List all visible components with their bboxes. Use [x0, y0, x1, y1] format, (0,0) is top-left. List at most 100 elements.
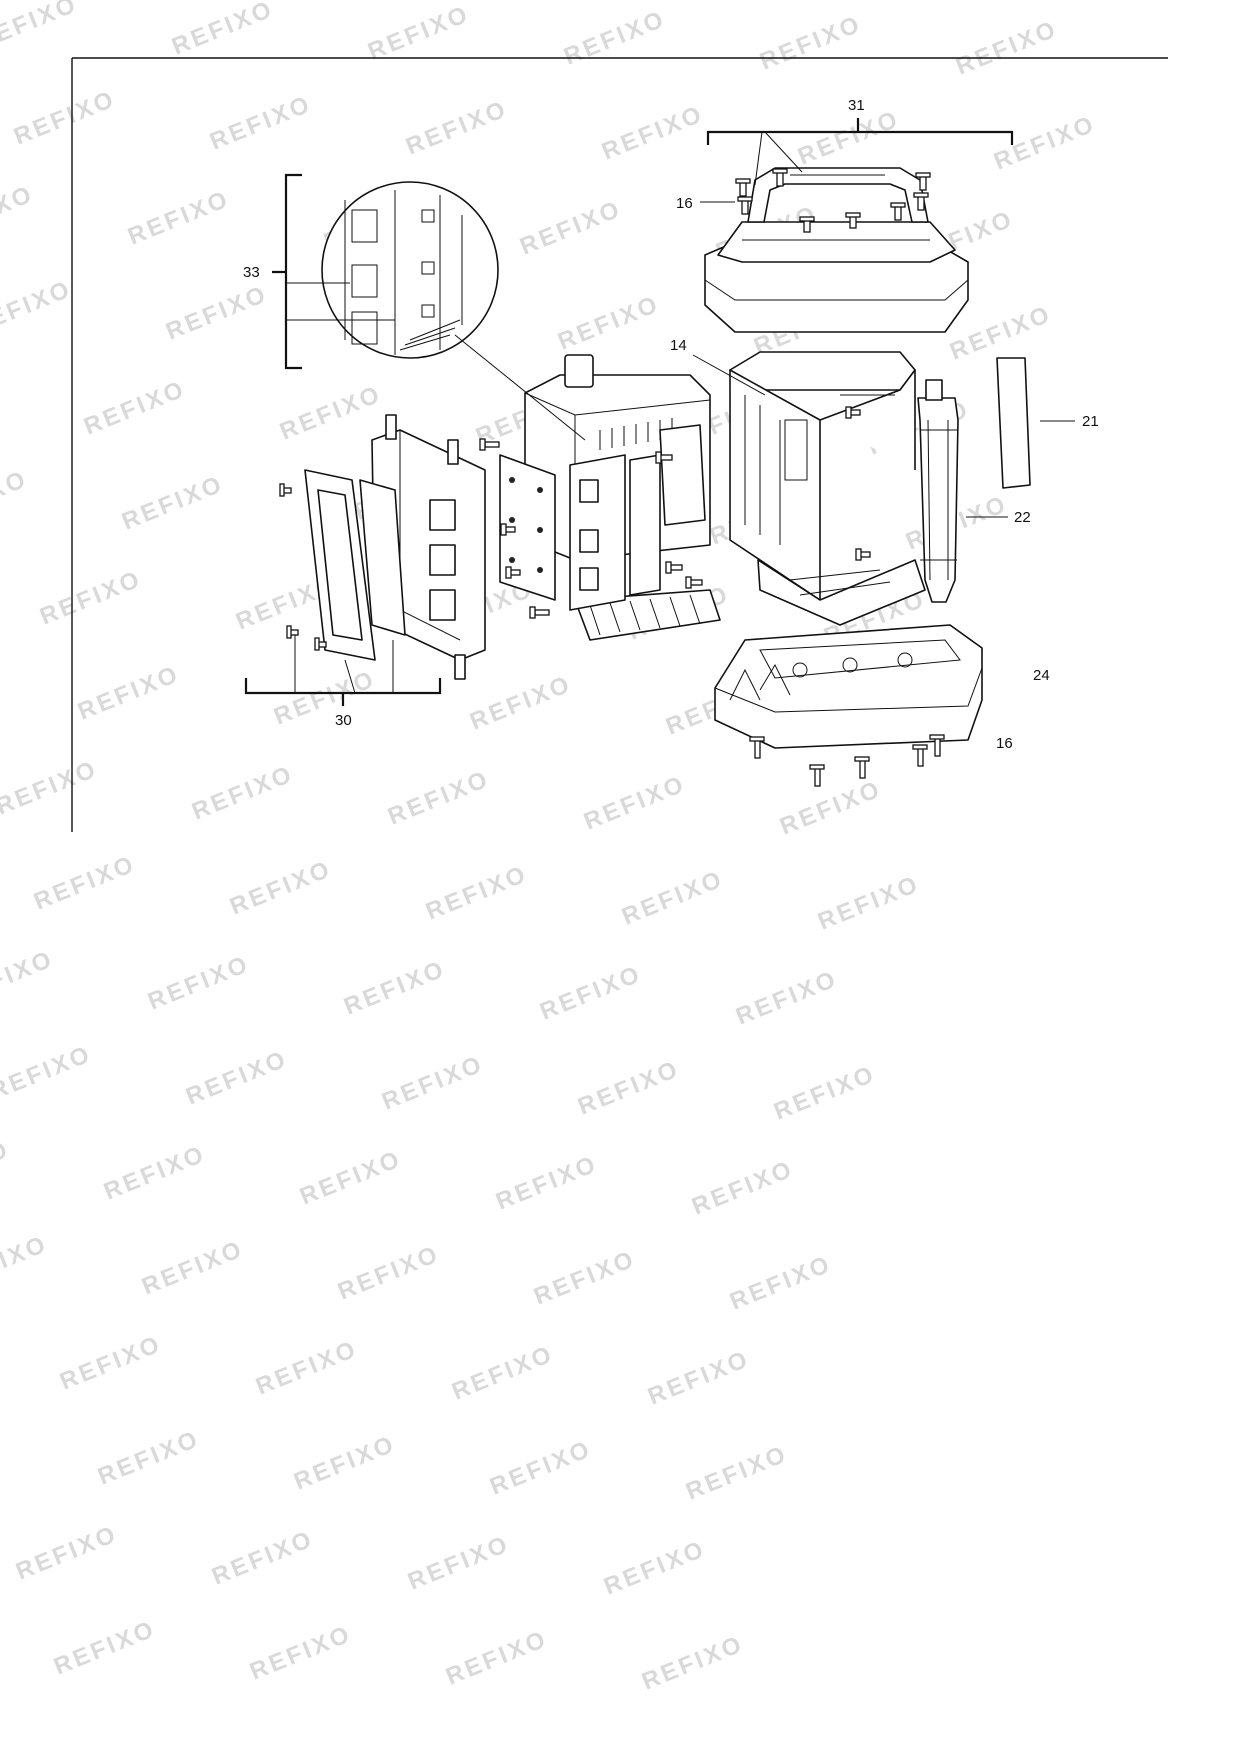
- watermark-text: REFIXO: [206, 90, 316, 155]
- watermark-text: REFIXO: [644, 1345, 754, 1410]
- watermark-text: REFIXO: [138, 1235, 248, 1300]
- watermark-text: REFIXO: [952, 15, 1062, 80]
- label-16-bottom: 16: [996, 735, 1013, 752]
- watermark-text: REFIXO: [0, 755, 102, 820]
- label-16-top: 16: [676, 195, 693, 212]
- watermark-text: REFIXO: [182, 1045, 292, 1110]
- watermark-text: REFIXO: [682, 1440, 792, 1505]
- watermark-text: REFIXO: [600, 1535, 710, 1600]
- watermark-text: REFIXO: [276, 380, 386, 445]
- watermark-text: REFIXO: [794, 105, 904, 170]
- watermark-text: REFIXO: [0, 465, 32, 530]
- watermark-text: REFIXO: [50, 1615, 160, 1680]
- watermark-text: REFIXO: [574, 1055, 684, 1120]
- gasket-frame: [304, 469, 406, 661]
- bracket-30: [244, 678, 442, 706]
- watermark-text: REFIXO: [990, 110, 1100, 175]
- pcb-board: [499, 454, 556, 601]
- watermark-text: REFIXO: [384, 765, 494, 830]
- watermark-text: REFIXO: [100, 1140, 210, 1205]
- watermark-text: REFIXO: [340, 955, 450, 1020]
- watermark-text: REFIXO: [688, 1155, 798, 1220]
- watermark-text: REFIXO: [732, 965, 842, 1030]
- watermark-text: REFIXO: [74, 660, 184, 725]
- handle-bar: [917, 379, 959, 603]
- watermark-text: REFIXO: [12, 1520, 122, 1585]
- watermark-text: REFIXO: [168, 0, 278, 61]
- watermark-text: REFIXO: [56, 1330, 166, 1395]
- watermark-text: REFIXO: [80, 375, 190, 440]
- watermark-text: REFIXO: [188, 760, 298, 825]
- watermark-text: REFIXO: [270, 665, 380, 730]
- side-panel: [996, 357, 1031, 489]
- watermark-text: REFIXO: [0, 1135, 14, 1200]
- watermark-text: REFIXO: [252, 1335, 362, 1400]
- watermark-text: REFIXO: [378, 1050, 488, 1115]
- watermark-text: REFIXO: [402, 95, 512, 160]
- watermark-text: REFIXO: [0, 275, 76, 340]
- watermark-text: REFIXO: [618, 865, 728, 930]
- label-33: 33: [243, 264, 260, 281]
- leader-detail: [454, 334, 586, 441]
- watermark-text: REFIXO: [448, 1340, 558, 1405]
- watermark-text: REFIXO: [770, 1060, 880, 1125]
- screw-set: [279, 406, 871, 651]
- watermark-text: REFIXO: [364, 0, 474, 65]
- label-22: 22: [1014, 509, 1031, 526]
- watermark-text: REFIXO: [492, 1150, 602, 1215]
- leader-33: [286, 282, 395, 321]
- watermark-text: REFIXO: [30, 850, 140, 915]
- watermark-text: REFIXO: [144, 950, 254, 1015]
- watermark-text: REFIXO: [536, 960, 646, 1025]
- watermark-text: REFIXO: [94, 1425, 204, 1490]
- watermark-text: REFIXO: [296, 1145, 406, 1210]
- watermark-text: REFIXO: [0, 0, 82, 56]
- watermark-text: REFIXO: [10, 85, 120, 150]
- leader-30: [294, 635, 394, 694]
- cover-handle-assembly: [704, 167, 969, 333]
- watermark-text: REFIXO: [442, 1625, 552, 1690]
- watermark-text: REFIXO: [756, 10, 866, 75]
- label-24: 24: [1033, 667, 1050, 684]
- watermark-text: REFIXO: [560, 5, 670, 70]
- label-14: 14: [670, 337, 687, 354]
- pcb-detail-circle: [321, 181, 499, 359]
- watermark-text: REFIXO: [580, 770, 690, 835]
- watermark-text: REFIXO: [486, 1435, 596, 1500]
- bracket-33: [272, 173, 302, 370]
- watermark-text: REFIXO: [0, 945, 58, 1010]
- watermark-text: REFIXO: [118, 470, 228, 535]
- watermark-text: REFIXO: [246, 1620, 356, 1685]
- label-31: 31: [848, 97, 865, 114]
- watermark-text: REFIXO: [226, 855, 336, 920]
- watermark-text: REFIXO: [0, 1040, 96, 1105]
- watermark-text: REFIXO: [334, 1240, 444, 1305]
- watermark-text: REFIXO: [0, 1230, 52, 1295]
- watermark-text: REFIXO: [422, 860, 532, 925]
- watermark-text: REFIXO: [946, 300, 1056, 365]
- watermark-text: REFIXO: [0, 1420, 8, 1485]
- top-frame: [729, 351, 926, 626]
- watermark-text: REFIXO: [162, 280, 272, 345]
- leader-14: [692, 354, 766, 396]
- watermark-text: REFIXO: [726, 1250, 836, 1315]
- watermark-text: REFIXO: [516, 195, 626, 260]
- watermark-text: REFIXO: [404, 1530, 514, 1595]
- watermark-text: REFIXO: [124, 185, 234, 250]
- watermark-text: REFIXO: [290, 1430, 400, 1495]
- housing-heatsink: [524, 354, 721, 641]
- watermark-text: REFIXO: [208, 1525, 318, 1590]
- watermark-text: REFIXO: [554, 290, 664, 355]
- watermark-text: REFIXO: [814, 870, 924, 935]
- label-30: 30: [335, 712, 352, 729]
- watermark-text: REFIXO: [36, 565, 146, 630]
- watermark-text: REFIXO: [530, 1245, 640, 1310]
- bracket-31: [706, 118, 1014, 145]
- leader-31: [754, 131, 803, 186]
- bottom-base: [714, 624, 983, 787]
- watermark-text: REFIXO: [638, 1630, 748, 1695]
- watermark-text: REFIXO: [776, 775, 886, 840]
- watermark-text: REFIXO: [0, 180, 38, 245]
- label-21: 21: [1082, 413, 1099, 430]
